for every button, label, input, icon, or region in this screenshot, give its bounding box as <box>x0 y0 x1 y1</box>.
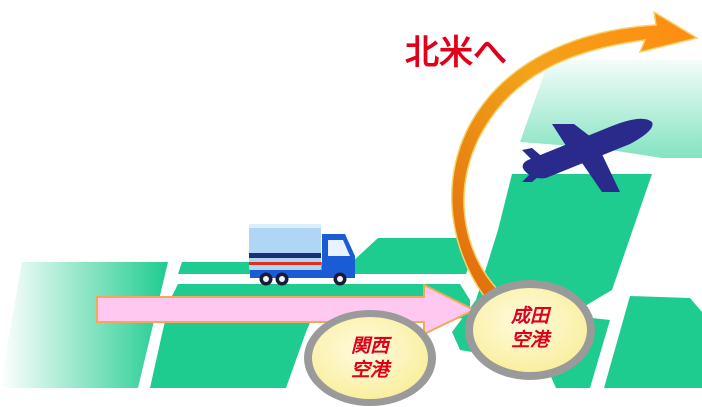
airport-narita-line1: 成田 <box>510 305 552 327</box>
truck-icon <box>249 224 355 286</box>
airport-narita-line2: 空港 <box>511 329 552 351</box>
title-to-north-america: 北米へ <box>405 33 507 73</box>
land-tohoku-right <box>604 296 702 388</box>
land-west-fade <box>0 262 168 388</box>
airport-kansai-line2: 空港 <box>351 359 392 381</box>
airplane-icon <box>522 118 653 192</box>
airport-narita: 成田 空港 <box>465 280 595 380</box>
land-chubu <box>352 238 470 262</box>
airport-kansai: 関西 空港 <box>304 310 436 406</box>
airport-kansai-line1: 関西 <box>351 335 392 357</box>
export-arc-arrow <box>451 10 699 297</box>
